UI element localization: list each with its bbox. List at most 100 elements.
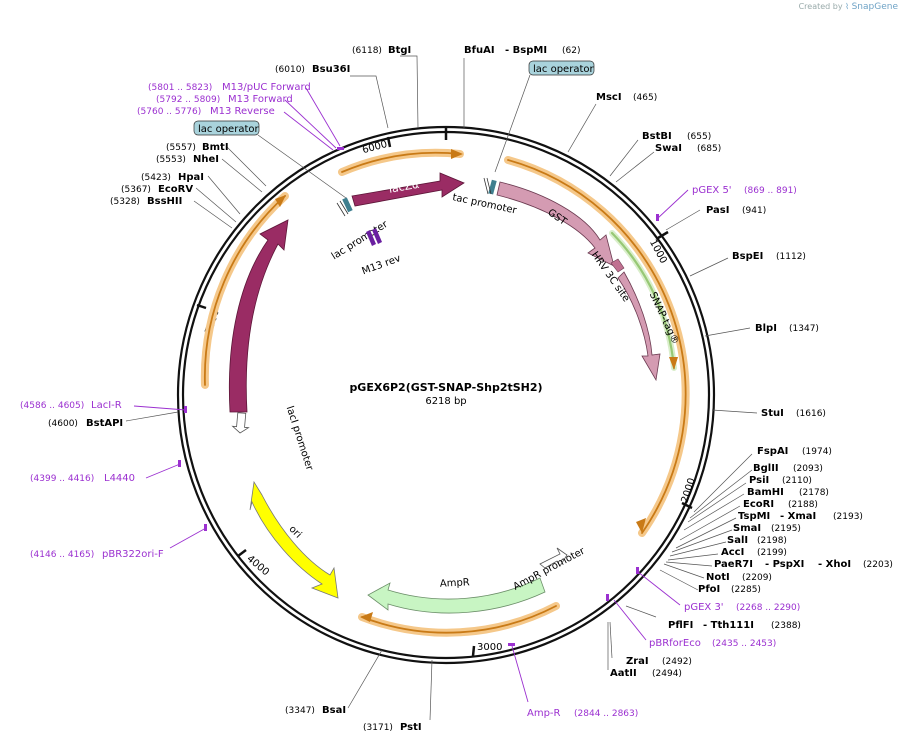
- primer-leader-lines: [133, 87, 689, 703]
- site-pfoi-pos: (2285): [731, 585, 761, 595]
- lac-promoter-mark: [336, 200, 349, 217]
- site-bmti: BmtI: [202, 142, 229, 153]
- site-tth111i: - Tth111I: [703, 620, 754, 631]
- lac-operator-box-left: [193, 120, 260, 136]
- site-leader-lines: [125, 55, 758, 721]
- site-sali-pos: (2198): [757, 536, 787, 546]
- site-msci-pos: (465): [633, 93, 657, 103]
- site-bmti-pos: (5557): [166, 143, 196, 153]
- primer-pbr322ori: pBR322ori-F: [102, 549, 164, 560]
- site-msci: MscI: [596, 92, 622, 103]
- primer-pgex5-pos: (869 .. 891): [744, 186, 797, 196]
- site-psti: PstI: [400, 722, 422, 733]
- primer-m13-fwd: M13 Forward: [228, 94, 293, 105]
- orf-arcs: [200, 148, 690, 637]
- site-acci-pos: (2199): [757, 548, 787, 558]
- site-pspxi: - PspXI: [765, 559, 804, 570]
- site-smai: SmaI: [733, 523, 761, 534]
- site-btgi: BtgI: [388, 45, 411, 56]
- m13-rev-mark: [366, 228, 382, 246]
- site-bspei-pos: (1112): [776, 252, 806, 262]
- site-zrai: ZraI: [626, 656, 649, 667]
- feature-snap-tag: [617, 271, 661, 382]
- primer-pbrforeco-pos: (2435 .. 2453): [712, 639, 776, 649]
- site-ecorv: EcoRV: [158, 184, 193, 195]
- site-stui-pos: (1616): [796, 409, 826, 419]
- plasmid-size: 6218 bp: [425, 396, 466, 407]
- site-aatii: AatII: [610, 668, 637, 679]
- site-bsai-pos: (3347): [285, 706, 315, 716]
- feature-laci-label: lacI: [254, 298, 271, 320]
- feature-lacza: [351, 172, 465, 207]
- feature-hrv-site: [610, 258, 625, 273]
- primer-ampr: Amp-R: [527, 708, 561, 719]
- orf-arc-snap-green-bg: [609, 230, 677, 371]
- site-stui: StuI: [761, 408, 784, 419]
- feature-ampr-promoter: [539, 547, 568, 569]
- feature-lacza-label: lacZα: [388, 178, 420, 196]
- feature-laci-promoter-label: lacI promoter: [284, 405, 315, 473]
- site-bstbi-pos: (655): [687, 132, 711, 142]
- primer-m13-fwd-pos: (5792 .. 5809): [156, 95, 220, 105]
- tick-3000: 3000: [477, 642, 502, 653]
- primer-pgex3: pGEX 3': [684, 602, 724, 613]
- site-xmai: - XmaI: [780, 511, 816, 522]
- site-sali: SalI: [727, 535, 748, 546]
- primer-laci-r-pos: (4586 .. 4605): [20, 401, 84, 411]
- site-pflfi: PflFI: [668, 620, 693, 631]
- site-labels: (6118) BtgI BfuAI - BspMI (62) (6010) Bs…: [48, 45, 893, 733]
- site-noti: NotI: [706, 572, 730, 583]
- site-psii-pos: (2110): [782, 476, 812, 486]
- created-by-text: Created by: [798, 2, 843, 11]
- tac-promoter-mark: [483, 177, 492, 195]
- primer-labels: (5801 .. 5823) M13/pUC Forward (5792 .. …: [20, 82, 800, 719]
- site-swai: SwaI: [655, 143, 682, 154]
- site-pasi-pos: (941): [742, 206, 766, 216]
- primer-laci-r: LacI-R: [91, 400, 122, 411]
- site-xmai-pos: (2193): [833, 512, 863, 522]
- site-bfuai-pos: (62): [562, 46, 580, 56]
- site-bspei: BspEI: [732, 251, 763, 262]
- lac-operator-top-label: lac operator: [533, 64, 594, 75]
- site-blpi: BlpI: [755, 323, 777, 334]
- site-btgi-pos: (6118): [352, 46, 382, 56]
- primer-m13-rev-pos: (5760 .. 5776): [137, 107, 201, 117]
- lac-operator-mark-left: [342, 197, 353, 213]
- site-bamhi-pos: (2178): [799, 488, 829, 498]
- lac-operator-box-top: [528, 60, 595, 76]
- site-hpai: HpaI: [178, 172, 204, 183]
- site-smai-pos: (2195): [771, 524, 801, 534]
- primer-pgex3-pos: (2268 .. 2290): [736, 603, 800, 613]
- site-bstbi: BstBI: [642, 131, 672, 142]
- site-bfuai: BfuAI: [464, 45, 495, 56]
- site-paer7i: PaeR7I: [714, 559, 753, 570]
- primer-pbr322ori-pos: (4146 .. 4165): [30, 550, 94, 560]
- lac-operator-left-label: lac operator: [198, 124, 259, 135]
- site-hpai-pos: (5423): [141, 173, 171, 183]
- site-ecori-pos: (2188): [788, 500, 818, 510]
- site-bsai: BsaI: [322, 705, 346, 716]
- primer-m13puc-fwd-pos: (5801 .. 5823): [148, 83, 212, 93]
- site-bstapi-pos: (4600): [48, 419, 78, 429]
- snapgene-icon: ⌇: [845, 2, 850, 11]
- site-tth111i-pos: (2388): [771, 621, 801, 631]
- site-bspmi: - BspMI: [505, 45, 547, 56]
- site-fspai-pos: (1974): [802, 447, 832, 457]
- feature-ampr: [367, 577, 546, 614]
- site-bglii: BglII: [753, 463, 779, 474]
- site-ecori: EcoRI: [743, 499, 774, 510]
- site-swai-pos: (685): [697, 144, 721, 154]
- m13-rev-label: M13 rev: [361, 253, 403, 277]
- orf-arc-gst-snap: [507, 159, 687, 534]
- snapgene-logo-text: SnapGene: [851, 2, 898, 12]
- feature-ori: [249, 480, 339, 599]
- site-bglii-pos: (2093): [793, 464, 823, 474]
- primer-pbrforeco: pBRforEco: [649, 638, 701, 649]
- site-psti-pos: (3171): [363, 723, 393, 733]
- primer-l4440-pos: (4399 .. 4416): [30, 474, 94, 484]
- site-bsu36i: Bsu36I: [312, 64, 350, 75]
- site-xhoi-pos: (2203): [863, 560, 893, 570]
- primer-m13puc-fwd: M13/pUC Forward: [222, 82, 311, 93]
- orf-arc-ampr: [361, 605, 557, 634]
